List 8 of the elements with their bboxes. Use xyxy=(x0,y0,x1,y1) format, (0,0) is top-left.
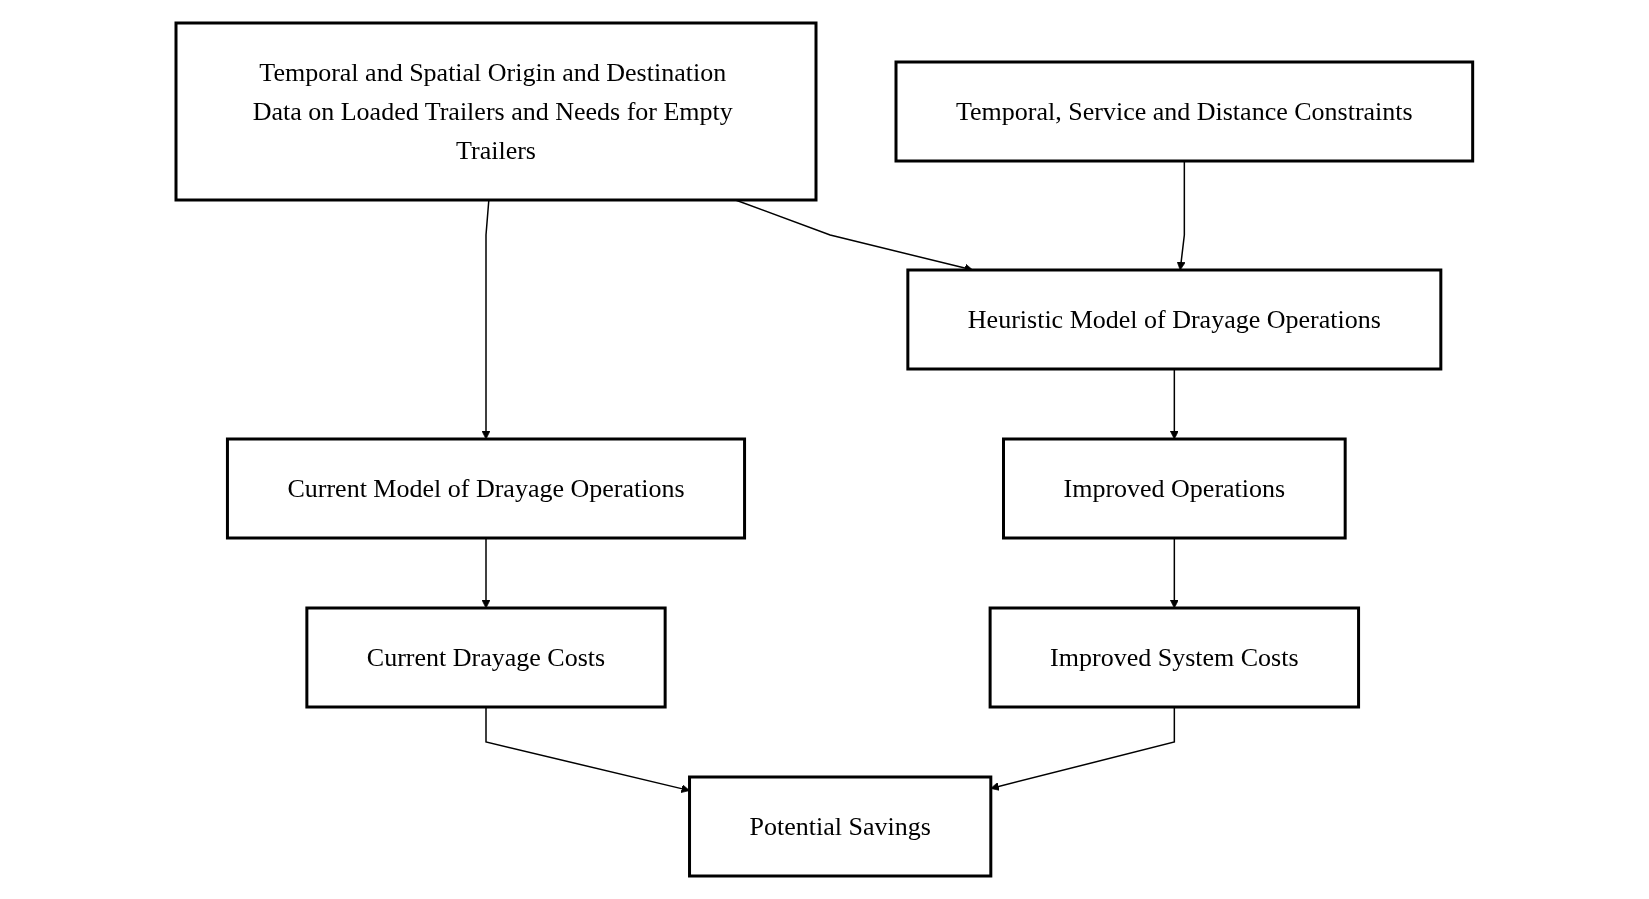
node-box: Potential Savings xyxy=(688,775,993,878)
node-box: Improved System Costs xyxy=(988,606,1361,709)
node-box: Temporal and Spatial Origin and Destination Data on Loaded Trailers and Needs for Empty Trailers xyxy=(174,21,818,202)
node-box: Current Model of Drayage Operations xyxy=(226,437,747,540)
node-box: Improved Operations xyxy=(1002,437,1347,540)
node-box: Heuristic Model of Drayage Operations xyxy=(906,268,1443,371)
node-box: Current Drayage Costs xyxy=(305,606,667,709)
node-box: Temporal, Service and Distance Constraints xyxy=(894,60,1475,163)
